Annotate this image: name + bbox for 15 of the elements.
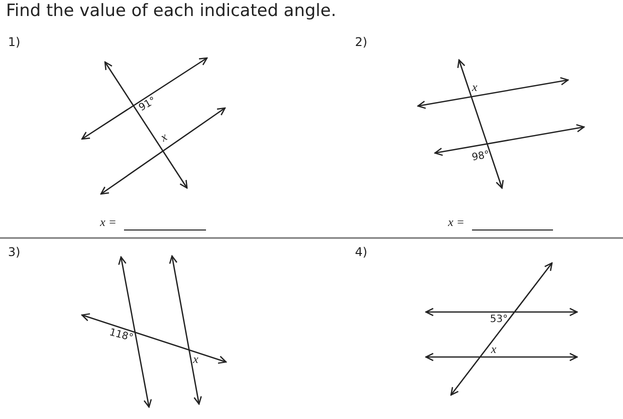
angle-label: 118° (108, 328, 134, 344)
angle-variable: x (472, 81, 478, 93)
angle-label: 98° (471, 150, 490, 164)
angle-label: 53° (490, 315, 508, 325)
problem-number: 4) (355, 246, 368, 258)
angle-variable: x (158, 130, 169, 144)
problem-number: 3) (8, 246, 20, 258)
problem-number: 1) (8, 36, 20, 48)
answer-label: x = (448, 216, 464, 228)
angle-variable: x (491, 343, 496, 355)
angle-variable: x (193, 353, 198, 365)
problem-number: 2) (355, 36, 368, 48)
angle-label: 91° (138, 96, 158, 114)
title: Find the value of each indicated angle. (6, 1, 336, 21)
answer-label: x = (100, 216, 116, 228)
